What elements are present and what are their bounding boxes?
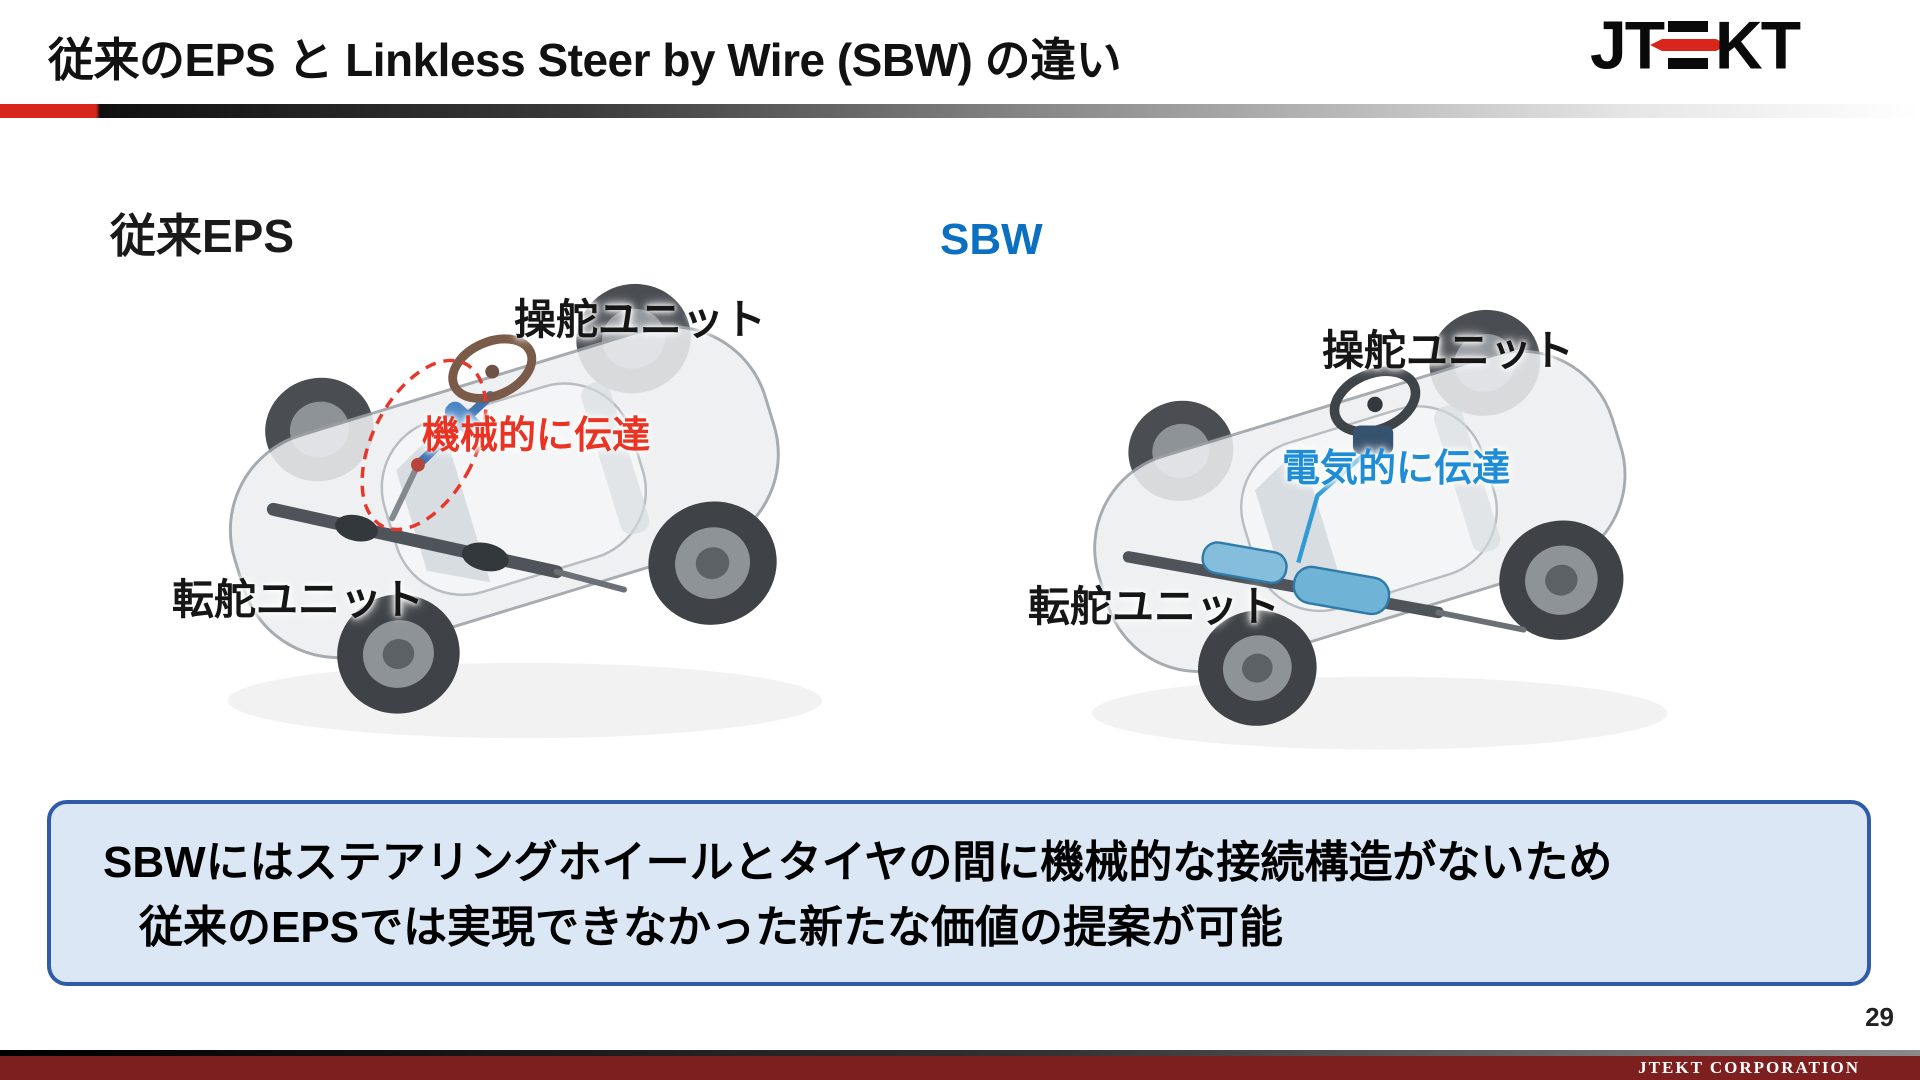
sbw-rack-unit-label: 転舵ユニット — [1028, 583, 1281, 630]
car-illustration-sbw — [1092, 309, 1668, 750]
callout-line-2: 従来のEPSでは実現できなかった新たな価値の提案が可能 — [139, 903, 1284, 953]
electrical-transmission-label: 電気的に伝達 — [1282, 448, 1511, 490]
rack-unit-mechanical — [266, 502, 627, 593]
sbw-steering-unit-label: 操舵ユニット — [1322, 327, 1575, 374]
summary-callout: SBWにはステアリングホイールとタイヤの間に機械的な接続構造がないため 従来のE… — [47, 800, 1871, 986]
rack-unit-electric — [1122, 541, 1527, 633]
page-number: 29 — [1865, 1002, 1894, 1032]
mechanical-link-highlight — [360, 358, 488, 532]
logo-text-right: KT — [1715, 7, 1801, 83]
electric-wire — [1296, 445, 1374, 564]
company-name: JTEKT CORPORATION — [1638, 1058, 1860, 1077]
car-illustration-eps — [227, 283, 823, 739]
conventional-eps-diagram: 従来EPS 操舵ユニット 機械的に伝達 転舵ユニット — [110, 200, 890, 780]
steering-unit-electric — [1329, 366, 1421, 455]
logo-red-arrow-icon — [1650, 39, 1729, 51]
callout-line-1: SBWにはステアリングホイールとタイヤの間に機械的な接続構造がないため — [103, 838, 1613, 887]
eps-rack-unit-label: 転舵ユニット — [172, 576, 425, 623]
slide-title: 従来のEPS と Linkless Steer by Wire (SBW) の違… — [48, 34, 1122, 86]
steering-unit-mechanical — [389, 334, 537, 522]
sbw-diagram-title: SBW — [940, 215, 1043, 264]
sbw-diagram: SBW 操舵ユニット 電気的に伝達 転舵ユニット — [930, 215, 1730, 785]
jtekt-logo: JT KT — [1590, 7, 1801, 82]
eps-steering-unit-label: 操舵ユニット — [514, 296, 767, 343]
eps-diagram-title: 従来EPS — [110, 210, 295, 262]
title-underline-bar — [0, 104, 1920, 118]
footer-divider — [0, 1050, 1920, 1056]
logo-stylized-e-icon — [1650, 20, 1729, 70]
footer-bar: JTEKT CORPORATION — [0, 1056, 1920, 1080]
mechanical-transmission-label: 機械的に伝達 — [422, 415, 651, 457]
